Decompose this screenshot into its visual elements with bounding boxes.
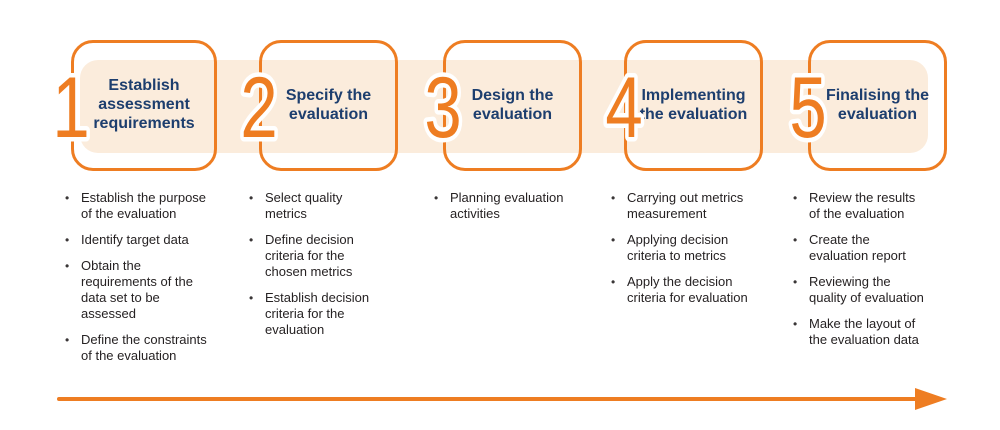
list-item: Define the constraints of the evaluation xyxy=(63,332,213,364)
step-bullets-4: Carrying out metrics measurement Applyin… xyxy=(609,190,749,316)
list-item: Identify target data xyxy=(63,232,213,248)
step-number-1: 1 xyxy=(52,60,89,156)
highlight-band xyxy=(80,60,928,153)
list-item: Carrying out metrics measurement xyxy=(609,190,749,222)
step-number-5-icon: 5 xyxy=(785,56,830,160)
step-number-2: 2 xyxy=(240,60,277,156)
step-box-5: Finalising the evaluation xyxy=(808,40,947,171)
step-number-3-icon: 3 xyxy=(420,56,465,160)
step-bullets-1: Establish the purpose of the evaluation … xyxy=(63,190,213,374)
list-item: Select quality metrics xyxy=(247,190,375,222)
step-title-4: Implementing the evaluation xyxy=(639,86,748,123)
step-title-5: Finalising the evaluation xyxy=(825,86,930,123)
list-item: Define decision criteria for the chosen … xyxy=(247,232,375,280)
list-item: Reviewing the quality of evaluation xyxy=(791,274,929,306)
list-item: Make the layout of the evaluation data xyxy=(791,316,929,348)
step-number-4-icon: 4 xyxy=(601,56,646,160)
step-bullets-3: Planning evaluation activities xyxy=(432,190,572,232)
step-number-1-icon: 1 xyxy=(48,56,93,160)
list-item: Planning evaluation activities xyxy=(432,190,572,222)
step-title-1: Establish assessment requirements xyxy=(93,77,195,132)
step-number-3: 3 xyxy=(424,60,461,156)
list-item: Create the evaluation report xyxy=(791,232,929,264)
step-box-4: Implementing the evaluation xyxy=(624,40,763,171)
step-bullets-2: Select quality metrics Define decision c… xyxy=(247,190,375,348)
step-number-4: 4 xyxy=(605,60,642,156)
timeline-arrow-line xyxy=(57,397,917,401)
list-item: Establish decision criteria for the eval… xyxy=(247,290,375,338)
step-title-2: Specify the evaluation xyxy=(285,86,372,123)
list-item: Obtain the requirements of the data set … xyxy=(63,258,213,322)
step-title-3: Design the evaluation xyxy=(471,86,554,123)
list-item: Apply the decision criteria for evaluati… xyxy=(609,274,749,306)
list-item: Establish the purpose of the evaluation xyxy=(63,190,213,222)
step-box-2: Specify the evaluation xyxy=(259,40,398,171)
step-box-1: Establish assessment requirements xyxy=(71,40,217,171)
step-number-5: 5 xyxy=(789,60,826,156)
step-number-2-icon: 2 xyxy=(236,56,281,160)
step-box-3: Design the evaluation xyxy=(443,40,582,171)
list-item: Applying decision criteria to metrics xyxy=(609,232,749,264)
step-bullets-5: Review the results of the evaluation Cre… xyxy=(791,190,929,358)
timeline-arrowhead-icon xyxy=(915,388,947,410)
list-item: Review the results of the evaluation xyxy=(791,190,929,222)
